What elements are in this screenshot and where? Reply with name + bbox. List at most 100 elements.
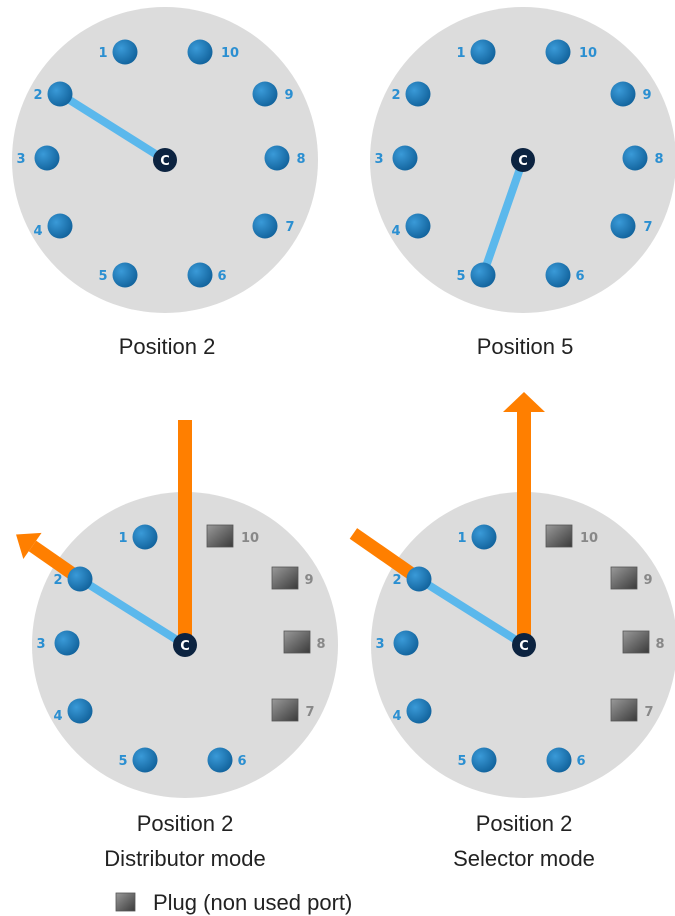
center-port [512, 633, 536, 657]
outlet-arrowhead [503, 392, 545, 412]
port-10 [187, 39, 213, 65]
valve-diagram-1: 1 2 3 4 5 6 7 8 9 10C Position 2 [12, 7, 318, 359]
port-label-7: 7 [643, 220, 652, 235]
port-7 [252, 213, 278, 239]
port-label-6: 6 [576, 754, 585, 769]
port-label-4: 4 [33, 224, 42, 239]
port-10 [545, 39, 571, 65]
center-label: C [518, 154, 528, 169]
rotor-channel [76, 575, 189, 649]
port-label-3: 3 [374, 152, 383, 167]
port-label-1: 1 [456, 46, 465, 61]
plug-10 [206, 524, 234, 548]
port-label-10: 10 [579, 46, 597, 61]
port-5 [132, 747, 158, 773]
port-3 [393, 630, 419, 656]
port-label-4: 4 [53, 709, 62, 724]
port-4 [406, 698, 432, 724]
center-port [511, 148, 535, 172]
port-6 [546, 747, 572, 773]
diagram-caption: Position 2 [137, 811, 234, 836]
port-5 [112, 262, 138, 288]
port-label-10: 10 [580, 531, 598, 546]
port-6 [187, 262, 213, 288]
port-4 [67, 698, 93, 724]
port-label-6: 6 [575, 269, 584, 284]
inlet-line [349, 528, 423, 585]
port-label-9: 9 [304, 573, 313, 588]
port-label-9: 9 [642, 88, 651, 103]
port-1 [471, 524, 497, 550]
valve-diagram-2: 1 2 3 4 5 6 7 8 9 10C Position 5 [370, 7, 675, 359]
port-label-1: 1 [98, 46, 107, 61]
port-4 [405, 213, 431, 239]
port-8 [622, 145, 648, 171]
port-label-1: 1 [118, 531, 127, 546]
port-5 [470, 262, 496, 288]
port-label-7: 7 [285, 220, 294, 235]
plug-7 [271, 698, 299, 722]
plug-8 [283, 630, 311, 654]
port-label-5: 5 [456, 269, 465, 284]
port-label-8: 8 [316, 637, 325, 652]
center-label: C [180, 639, 190, 654]
port-label-2: 2 [392, 573, 401, 588]
port-label-6: 6 [217, 269, 226, 284]
center-port [173, 633, 197, 657]
port-label-10: 10 [221, 46, 239, 61]
port-5 [471, 747, 497, 773]
port-label-9: 9 [643, 573, 652, 588]
port-2 [405, 81, 431, 107]
rotor-channel [479, 156, 527, 279]
port-4 [47, 213, 73, 239]
port-3 [34, 145, 60, 171]
plug-10 [545, 524, 573, 548]
plug-8 [622, 630, 650, 654]
port-1 [132, 524, 158, 550]
port-label-1: 1 [457, 531, 466, 546]
port-label-3: 3 [16, 152, 25, 167]
port-label-7: 7 [305, 705, 314, 720]
center-label: C [160, 154, 170, 169]
legend: Plug (non used port) [115, 890, 352, 915]
diagram-mode-caption: Selector mode [453, 846, 595, 871]
port-label-8: 8 [296, 152, 305, 167]
port-label-4: 4 [391, 224, 400, 239]
rotor-channel [56, 90, 169, 164]
port-label-9: 9 [284, 88, 293, 103]
port-3 [54, 630, 80, 656]
diagram-mode-caption: Distributor mode [104, 846, 265, 871]
port-label-2: 2 [33, 88, 42, 103]
center-port [153, 148, 177, 172]
port-2 [67, 566, 93, 592]
plug-9 [610, 566, 638, 590]
center-label: C [519, 639, 529, 654]
port-label-6: 6 [237, 754, 246, 769]
port-label-8: 8 [654, 152, 663, 167]
port-3 [392, 145, 418, 171]
port-label-5: 5 [118, 754, 127, 769]
port-7 [610, 213, 636, 239]
port-9 [252, 81, 278, 107]
legend-label: Plug (non used port) [153, 890, 352, 915]
port-label-2: 2 [53, 573, 62, 588]
port-8 [264, 145, 290, 171]
port-label-3: 3 [375, 637, 384, 652]
diagram-caption: Position 2 [476, 811, 573, 836]
port-label-4: 4 [392, 709, 401, 724]
port-label-5: 5 [98, 269, 107, 284]
port-label-5: 5 [457, 754, 466, 769]
port-label-2: 2 [391, 88, 400, 103]
valve-diagram-4: 1 2 3 4 5 6 7 8 9 10C Position 2 Selector mode [349, 392, 675, 871]
diagram-caption: Position 2 [119, 334, 216, 359]
port-label-8: 8 [655, 637, 664, 652]
rotor-channel [415, 575, 528, 649]
port-label-7: 7 [644, 705, 653, 720]
port-6 [207, 747, 233, 773]
diagram-caption: Position 5 [477, 334, 574, 359]
port-1 [112, 39, 138, 65]
port-9 [610, 81, 636, 107]
plug-7 [610, 698, 638, 722]
